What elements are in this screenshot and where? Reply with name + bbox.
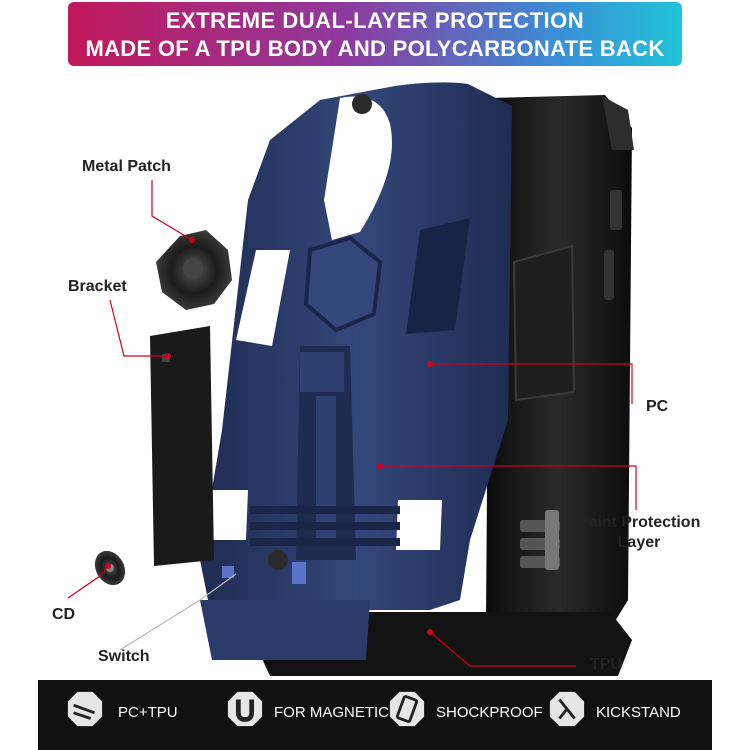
banner-line-2: MADE OF A TPU BODY AND POLYCARBONATE BAC… <box>85 36 665 61</box>
feature-pc-tpu: PC+TPU <box>56 680 178 750</box>
feature-shockproof: SHOCKPROOF <box>378 680 543 750</box>
kickstand-icon <box>549 691 585 727</box>
cd-label: CD <box>52 606 76 623</box>
tpu-label: TPU <box>590 656 622 673</box>
pc-shell <box>200 82 512 660</box>
switch-label: Switch <box>98 648 150 665</box>
title-banner: EXTREME DUAL-LAYER PROTECTION MADE OF A … <box>68 2 682 66</box>
feature-magnetic: FOR MAGNETIC <box>216 680 389 750</box>
pc-tpu-icon <box>67 691 103 727</box>
metal-patch-label: Metal Patch <box>82 158 171 175</box>
feature-label: KICKSTAND <box>596 704 681 721</box>
feature-kickstand: KICKSTAND <box>538 680 708 750</box>
feature-label: FOR MAGNETIC <box>274 704 389 721</box>
paint-protection-label: Paint Protection Layer <box>574 514 704 552</box>
paint-protection-line-1: Paint Protection <box>577 514 701 531</box>
metal-patch-part <box>156 230 232 310</box>
feature-bar: PC+TPU FOR MAGNETIC SHOCKPROOF KICKSTAND <box>38 680 712 750</box>
magnet-icon <box>227 691 263 727</box>
feature-label: PC+TPU <box>118 704 178 721</box>
feature-label: SHOCKPROOF <box>436 704 543 721</box>
bracket-label: Bracket <box>68 278 127 295</box>
paint-protection-line-2: Layer <box>617 534 661 551</box>
pc-label: PC <box>646 398 669 415</box>
shockproof-icon <box>389 691 425 727</box>
banner-line-1: EXTREME DUAL-LAYER PROTECTION <box>165 8 585 33</box>
bracket-part <box>150 326 214 566</box>
switch-callout-line <box>119 573 237 651</box>
callout-lines <box>67 180 637 667</box>
callout-dots <box>105 237 433 635</box>
